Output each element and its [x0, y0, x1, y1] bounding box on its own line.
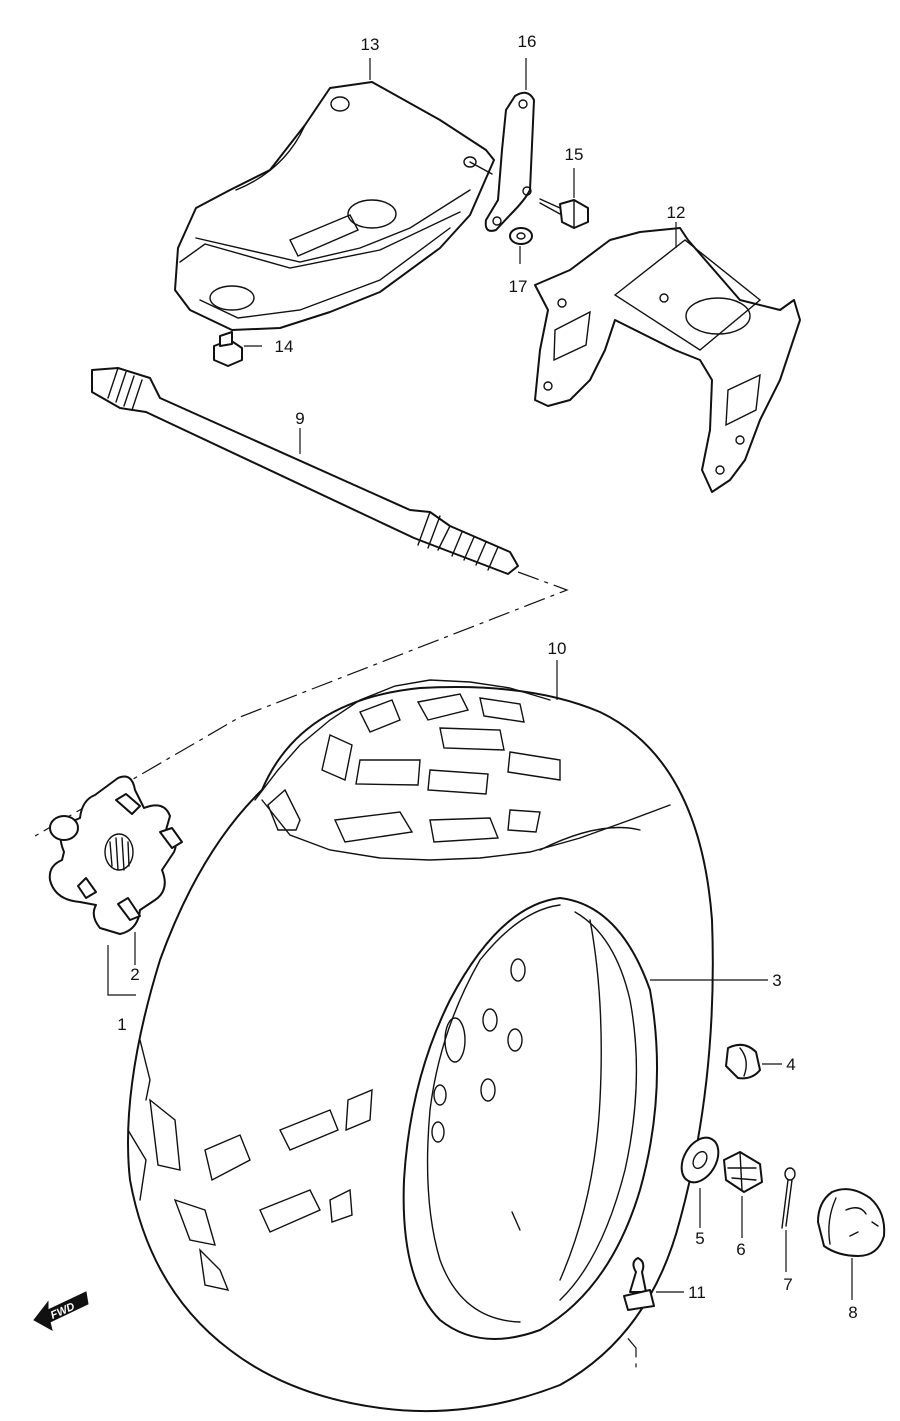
hub-part [48, 775, 183, 935]
forward-badge-label: FWD [49, 1301, 77, 1322]
bolt-15-part [539, 198, 589, 229]
callout-13: 13 [361, 35, 380, 54]
hub-cap-8-part [817, 1188, 886, 1257]
callout-15: 15 [565, 145, 584, 164]
castle-nut-6-part [723, 1151, 763, 1193]
callout-10: 10 [548, 639, 567, 658]
leader-lines [107, 58, 853, 1300]
bracket-16-part [484, 91, 535, 232]
callout-5: 5 [695, 1229, 704, 1248]
nut-4-part [725, 1043, 761, 1080]
callout-9: 9 [295, 409, 304, 428]
forward-direction-badge: FWD [33, 1291, 89, 1331]
callout-1: 1 [117, 1015, 126, 1034]
callout-3: 3 [772, 971, 781, 990]
callout-12: 12 [667, 203, 686, 222]
callout-11: 11 [688, 1283, 706, 1302]
cotter-pin-7-part [781, 1167, 796, 1229]
valve-11-part [623, 1257, 655, 1311]
callout-14: 14 [275, 337, 294, 356]
axle-shaft-part [91, 367, 519, 575]
callout-17: 17 [509, 277, 528, 296]
wheel-rim-part [402, 897, 659, 1340]
callout-8: 8 [848, 1303, 857, 1322]
callout-16: 16 [518, 32, 537, 51]
callout-6: 6 [736, 1240, 745, 1259]
guard-plate-part [174, 81, 495, 331]
washer-5-part [680, 1136, 720, 1184]
callout-4: 4 [786, 1055, 795, 1074]
callout-labels: 13 16 15 12 17 14 9 10 3 2 1 4 5 6 7 8 1… [117, 32, 857, 1322]
mount-bracket-12-part [534, 227, 801, 493]
washer-17-part [509, 227, 533, 245]
bolt-14-part [213, 331, 243, 367]
callout-2: 2 [130, 965, 139, 984]
forward-arrow-icon [33, 1291, 89, 1331]
callout-7: 7 [783, 1275, 792, 1294]
